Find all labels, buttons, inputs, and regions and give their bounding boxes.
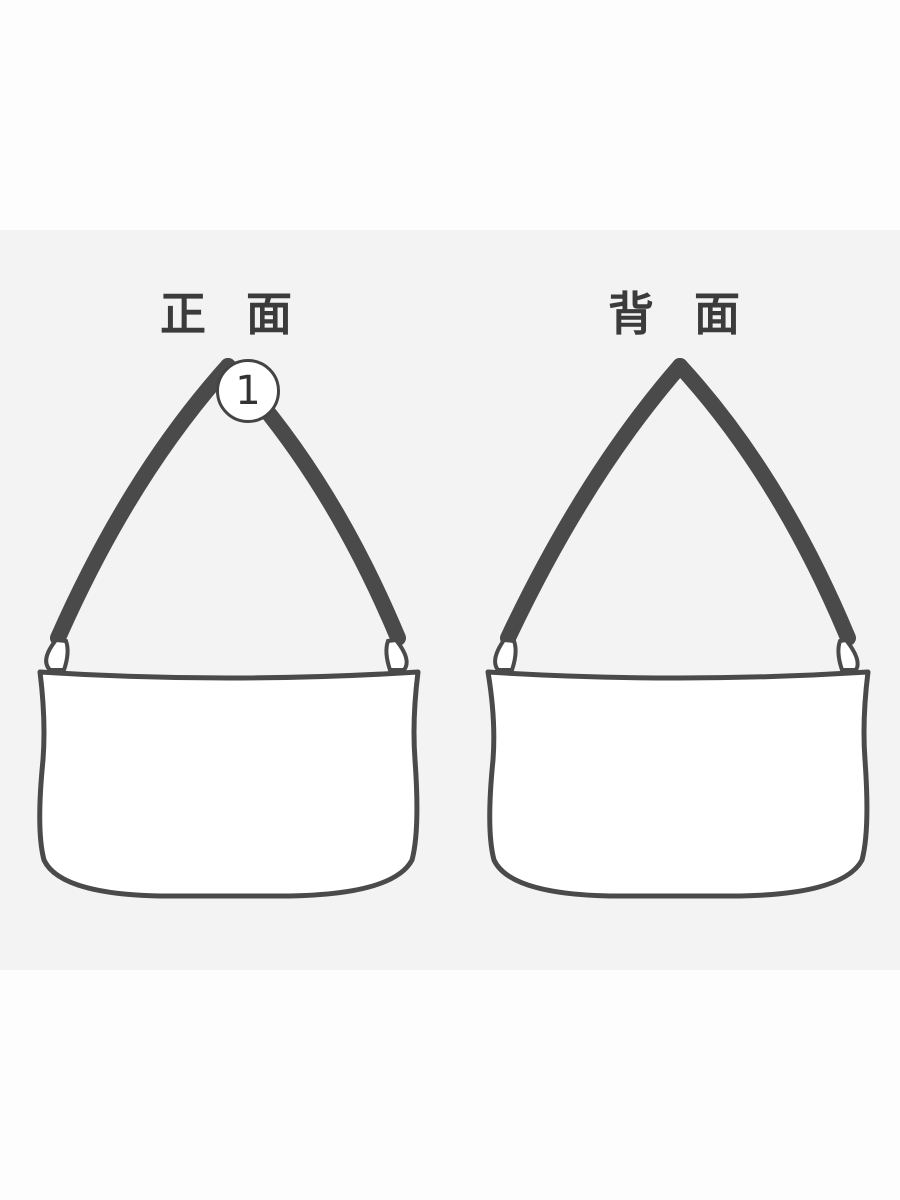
front-view-title: 正 面: [159, 287, 304, 341]
back-strap-left-ring: [493, 637, 518, 672]
front-bag-body: [37, 669, 421, 899]
back-strap-right-ring: [836, 637, 860, 672]
front-strap-left-ring: [44, 637, 70, 672]
back-bag-strap: [500, 358, 856, 646]
front-marker-badge: 1: [216, 359, 280, 423]
front-strap-right-ring: [384, 637, 409, 672]
back-bag-body: [485, 669, 871, 899]
front-marker-number: 1: [235, 368, 261, 414]
back-view-title: 背 面: [607, 287, 752, 341]
